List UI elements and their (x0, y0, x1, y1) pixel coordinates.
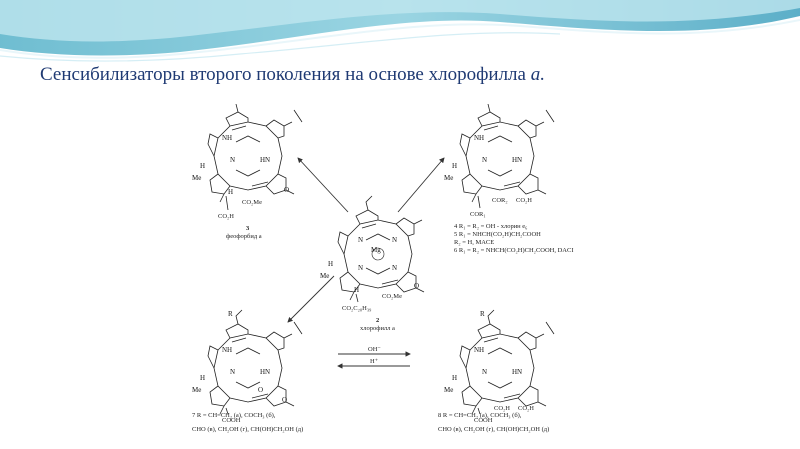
compound-number-2: 2 (376, 317, 379, 324)
atom-o-1: O (284, 186, 289, 194)
atom-me-2: Me (444, 174, 453, 182)
substituent-cooh-7: COOH (222, 417, 241, 424)
substituent-cor1: COR₁ (470, 211, 486, 218)
atom-hn-2: HN (512, 156, 522, 164)
formula-line-4: 4 R₁ = R₂ = OH - хлорин e₆ (454, 223, 527, 230)
atom-nh-7: NH (222, 346, 232, 354)
atom-h-c: H (328, 260, 333, 268)
atom-h-1b: H (228, 188, 233, 196)
arrow-to-compound-7 (287, 275, 335, 323)
atom-hn-7: HN (260, 368, 270, 376)
formula-line-7b: CHO (в), CH₂OH (г), CH(OH)CH₂OH (д) (192, 426, 303, 433)
atom-n-8: N (482, 368, 487, 376)
atom-n-2: N (482, 156, 487, 164)
arrow-to-chlorin (397, 157, 445, 213)
atom-n-c4: N (392, 264, 397, 272)
compound-number-3: 3 (246, 225, 250, 232)
reaction-arrows (287, 157, 445, 369)
atom-hn-8: HN (512, 368, 522, 376)
formula-line-6: 6 R₁ = R₂ = NHCH(CO₂H)CH₂COOH, DACI (454, 247, 574, 254)
atom-h-2: H (452, 162, 457, 170)
atom-h-8: H (452, 374, 457, 382)
structure-chlorophyll-a: Mg N N N N H Me H O CO₂Me CO₂C₂₀H₃₉ 2 хл… (320, 195, 425, 332)
atom-me-1: Me (192, 174, 201, 182)
ester-label-1: CO₂Me (242, 199, 262, 206)
substituent-co2h-8a: CO₂H (494, 405, 510, 412)
structure-compound-8: R NH N HN H Me CO₂H CO₂H COOH (444, 309, 555, 424)
compound-name-3: феофорбид a (226, 233, 262, 240)
atom-n-c3: N (358, 264, 363, 272)
chemistry-scheme-figure: NH N HN H Me H O CO₂Me CO₂H 3 феофорбид … (188, 104, 612, 434)
atom-o-c: O (414, 282, 419, 290)
atom-me-8: Me (444, 386, 453, 394)
substituent-cor2: COR₂ (492, 197, 508, 204)
header-wave-decoration (0, 0, 800, 62)
structure-pheophorbide: NH N HN H Me H O CO₂Me CO₂H 3 феофорбид … (192, 104, 303, 240)
ester-label-c: CO₂Me (382, 293, 402, 300)
atom-nh-2: NH (474, 134, 484, 142)
atom-o-7a: O (258, 386, 263, 394)
substituent-co2h-2: CO₂H (516, 197, 532, 204)
atom-nh-1: NH (222, 134, 232, 142)
atom-h-7: H (200, 374, 205, 382)
atom-me-c: Me (320, 272, 329, 280)
slide-title-text: Сенсибилизаторы второго поколения на осн… (40, 64, 526, 85)
arrow-label-forward: OH⁻ (368, 346, 381, 353)
atom-h-1: H (200, 162, 205, 170)
arrow-to-pheophorbide (297, 157, 349, 213)
formula-line-8b: CHO (в), CH₂OH (г), CH(OH)CH₂OH (д) (438, 426, 549, 433)
compound-name-2: хлорофилл a (360, 325, 395, 332)
atom-me-7: Me (192, 386, 201, 394)
atom-nh-8: NH (474, 346, 484, 354)
reaction-scheme: NH N HN H Me H O CO₂Me CO₂H 3 феофорбид … (192, 104, 574, 433)
formula-line-8a: 8 R = CH=CH₂ (a), COCH₃ (б), (438, 412, 522, 419)
structure-chlorin-e6: NH N HN H Me COR₂ CO₂H COR₁ 4 R₁ = R₂ = … (444, 104, 574, 254)
substituent-label-1: CO₂H (218, 213, 234, 220)
chain-label-c: CO₂C₂₀H₃₉ (342, 305, 371, 312)
atom-r-8: R (480, 310, 485, 318)
structure-compound-7: R NH N HN H Me O O COOH (192, 309, 303, 424)
slide-title: Сенсибилизаторы второго поколения на осн… (40, 64, 780, 86)
formula-line-5: 5 R₁ = NHCH(CO₂H)CH₂COOH (454, 231, 541, 238)
atom-n-c1: N (358, 236, 363, 244)
atom-n-1: N (230, 156, 235, 164)
atom-mg: Mg (371, 246, 381, 254)
atom-n-c2: N (392, 236, 397, 244)
substituent-cooh-8: COOH (474, 417, 493, 424)
atom-hn-1: HN (260, 156, 270, 164)
atom-o-7b: O (282, 396, 287, 404)
formula-line-7a: 7 R = CH=CH₂ (a), COCH₃ (б), (192, 412, 276, 419)
atom-r-7: R (228, 310, 233, 318)
atom-h-cb: H (354, 286, 359, 294)
atom-n-7: N (230, 368, 235, 376)
substituent-co2h-8b: CO₂H (518, 405, 534, 412)
slide-title-italic: a. (530, 64, 545, 85)
arrow-label-back: H⁺ (370, 358, 379, 365)
formula-line-5b: R₂ = H, MACE (454, 239, 494, 246)
